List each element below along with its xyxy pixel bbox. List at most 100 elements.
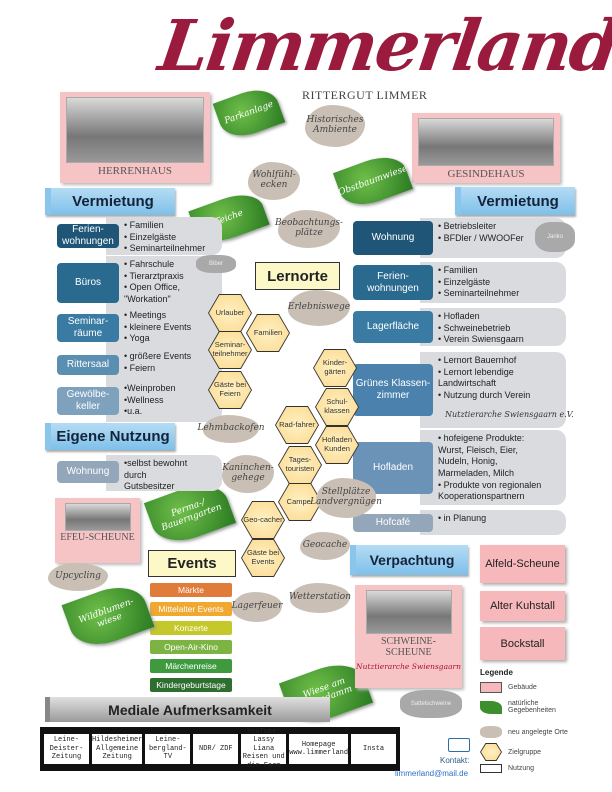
media-filmstrip: Leine-Deister-Zeitung Hildesheimer Allge… xyxy=(40,727,400,771)
legend-building: Gebäude xyxy=(480,682,537,693)
animal-silhouette-sattelschweine: Sattelschweine xyxy=(400,690,462,718)
usage-list: • Familien• Einzelgäste• Seminarteilnehm… xyxy=(106,217,222,255)
media-heading: Mediale Aufmerksamkeit xyxy=(45,697,330,722)
target-group-label: Urlauber xyxy=(209,295,251,331)
target-group-hexagon: Geo-cacher xyxy=(241,501,285,539)
usage-list: • in Planung xyxy=(420,510,566,535)
legend-label: natürliche Gegebenheiten xyxy=(508,700,556,714)
list-item: Landwirtschaft xyxy=(438,378,497,389)
new-place-blob: Kaninchen-gehege xyxy=(222,455,274,493)
usage-list: •Weinproben•Wellness•u.a. xyxy=(106,380,222,422)
building-schweine-scheune: SCHWEINE-SCHEUNE Nutztierarche Swiensgaa… xyxy=(355,585,462,688)
list-item: • Familien xyxy=(124,220,164,230)
usage-label-right-0: Wohnung xyxy=(353,221,433,255)
legend-label: neu angelegte Orte xyxy=(508,728,568,736)
target-group-label: Seminar-teilnehmer xyxy=(209,332,251,368)
list-item: "Workation" xyxy=(124,294,171,305)
legend-label: Nutzung xyxy=(508,765,535,772)
event-item: Konzerte xyxy=(150,621,232,635)
list-item: • Betriebsleiter xyxy=(438,221,497,231)
usage-label-right-1: Ferien-wohnungen xyxy=(353,265,433,300)
mail-icon xyxy=(448,738,470,752)
list-item: Marmeladen, Milch xyxy=(438,468,515,479)
usage-list: • Hofladen• Schweinebetrieb• Verein Swie… xyxy=(420,308,566,346)
blob-icon xyxy=(480,726,502,738)
list-item: •Weinproben xyxy=(124,383,176,393)
list-item: • Einzelgäste xyxy=(438,276,491,287)
new-place-blob: Geocache xyxy=(300,532,350,560)
vermietung-left-heading: Vermietung xyxy=(45,188,175,215)
target-group-label: Hofladen Kunden xyxy=(316,427,358,463)
media-item: Homepage www.limmerland xyxy=(289,734,349,764)
target-group-hexagon: Urlauber xyxy=(208,294,252,332)
list-item: Gutsbesitzer xyxy=(124,481,175,492)
page-title: Limmerland xyxy=(154,4,612,87)
target-group-hexagon: Familien xyxy=(246,314,290,352)
herrenhaus-photo xyxy=(66,97,204,163)
list-item: • kleinere Events xyxy=(124,321,192,332)
hexagon-icon xyxy=(480,743,502,761)
target-group-hexagon: Gäste bei Events xyxy=(241,539,285,577)
list-item: durch xyxy=(124,469,147,480)
subtitle: RITTERGUT LIMMER xyxy=(302,88,428,102)
events-heading: Events xyxy=(148,550,236,577)
usage-label-right-2: Lagerfläche xyxy=(353,311,433,343)
new-place-blob: Historisches Ambiente xyxy=(305,105,365,147)
usage-label-3: Rittersaal xyxy=(57,355,119,375)
verein-signature: Nutztierarche Swiensgaarn e.V. xyxy=(445,410,574,419)
list-item: • BFDler / WWOOFer xyxy=(438,232,524,243)
usage-list: • Meetings• kleinere Events• Yoga xyxy=(106,307,222,349)
usage-label-right-5: Hofcafé xyxy=(353,513,433,532)
building-efeu-scheune: EFEU-SCHEUNE xyxy=(55,498,140,563)
building-gesindehaus: GESINDEHAUS xyxy=(412,113,560,183)
list-item: • Feiern xyxy=(124,362,156,373)
animal-silhouette-janko: Janko xyxy=(535,222,575,252)
usage-label-2: Seminar-räume xyxy=(57,314,119,342)
target-group-label: Rad-fahrer xyxy=(276,407,318,443)
list-item: Wurst, Fleisch, Eier, xyxy=(438,444,518,455)
target-group-label: Gäste bei Feiern xyxy=(209,372,251,408)
usage-list: • hofeigene Produkte: Wurst, Fleisch, Ei… xyxy=(420,430,566,505)
target-group-hexagon: Gäste bei Feiern xyxy=(208,371,252,409)
leaf-icon xyxy=(480,700,502,714)
target-group-hexagon: Schul-klassen xyxy=(315,388,359,426)
lease-alter-kuhstall: Alter Kuhstall xyxy=(480,591,565,621)
nature-leaf: Parkanlage xyxy=(212,82,286,144)
efeu-photo xyxy=(64,503,131,531)
target-group-hexagon: Hofladen Kunden xyxy=(315,426,359,464)
event-item: Mittelalter Events xyxy=(150,602,232,616)
list-item: • hofeigene Produkte: xyxy=(438,433,525,443)
list-item: • Yoga xyxy=(124,333,150,344)
usage-list: • Familien• Einzelgäste• Seminarteilnehm… xyxy=(420,262,566,303)
list-item: • Seminarteilnehmer xyxy=(124,243,206,254)
eigene-nutzung-heading: Eigene Nutzung xyxy=(45,423,175,450)
target-group-label: Gäste bei Events xyxy=(242,540,284,576)
legend-target-group: Zielgruppe xyxy=(480,743,541,761)
target-group-hexagon: Rad-fahrer xyxy=(275,406,319,444)
event-item: Open-Air-Kino xyxy=(150,640,232,654)
list-item: • Seminarteilnehmer xyxy=(438,288,520,299)
lernorte-heading: Lernorte xyxy=(255,262,340,290)
own-wohnung-label: Wohnung xyxy=(57,461,119,483)
new-place-blob: Erlebniswege xyxy=(288,290,350,326)
list-item: • Open Office, xyxy=(124,282,181,293)
verpachtung-heading: Verpachtung xyxy=(350,545,468,575)
media-item: Leine-Deister-Zeitung xyxy=(44,734,89,764)
list-item: • Tierarztpraxis xyxy=(124,270,184,281)
list-item: •u.a. xyxy=(124,406,143,417)
target-group-label: Kinder-gärten xyxy=(314,350,356,386)
list-item: • Einzelgäste xyxy=(124,231,177,242)
own-wohnung-list: •selbst bewohnt durch Gutsbesitzer xyxy=(106,455,222,491)
vermietung-right-heading: Vermietung xyxy=(455,187,575,215)
list-item: • Lernort lebendige xyxy=(438,366,514,377)
list-item: • Meetings xyxy=(124,310,167,320)
media-item: YouTube: Lassy Liana Reisen und die Farm xyxy=(241,728,287,770)
building-herrenhaus: HERRENHAUS xyxy=(60,92,210,183)
list-item: Nudeln, Honig, xyxy=(438,456,498,467)
target-group-label: Schul-klassen xyxy=(316,389,358,425)
target-group-hexagon: Tages-touristen xyxy=(278,446,322,484)
new-place-blob: Stellplätze Landvergnügen xyxy=(310,478,382,518)
new-place-blob: Beobachtungs-plätze xyxy=(275,210,343,248)
contact-email[interactable]: limmerland@mail.de xyxy=(395,769,469,778)
list-item: • Familien xyxy=(438,265,478,275)
